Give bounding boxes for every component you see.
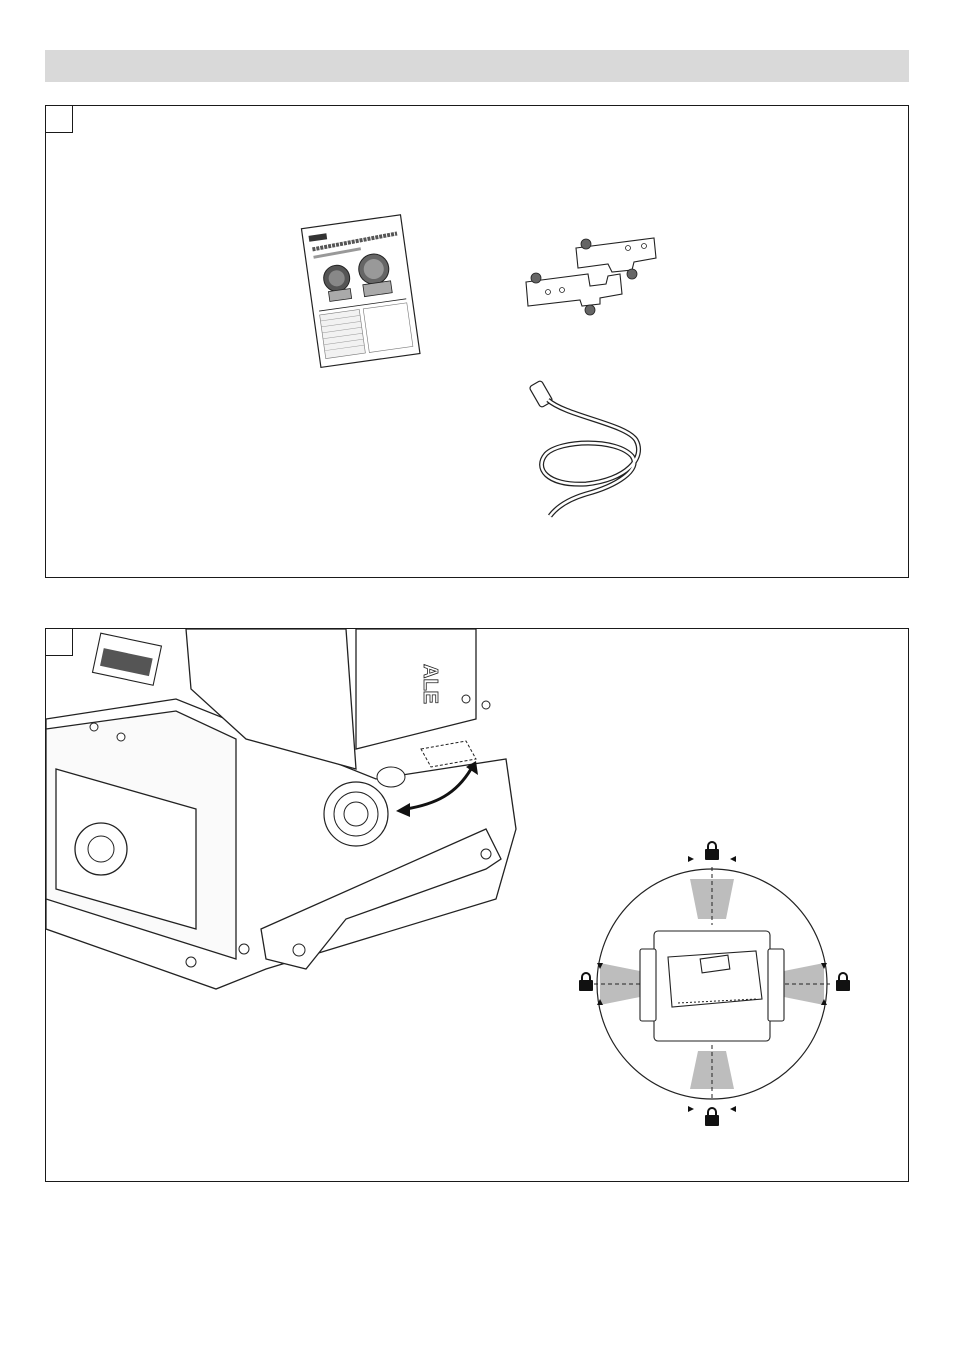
fixture-base-illustration: ALE [46, 629, 526, 1009]
power-cable-icon [526, 376, 656, 521]
package-contents-panel [45, 105, 909, 578]
mounting-brackets-icon [516, 226, 666, 326]
lock-icon [836, 973, 850, 991]
lock-icon [705, 842, 719, 860]
figure-tag-box [46, 106, 73, 133]
fixture-lock-panel: ALE [45, 628, 909, 1182]
fixture-brand-text: ALE [419, 664, 441, 704]
pan-lock-diagram [586, 839, 896, 1139]
section-header-bar [45, 50, 909, 82]
lock-icon [705, 1108, 719, 1126]
lock-icon [579, 973, 593, 991]
manual-booklet-icon [296, 201, 426, 371]
